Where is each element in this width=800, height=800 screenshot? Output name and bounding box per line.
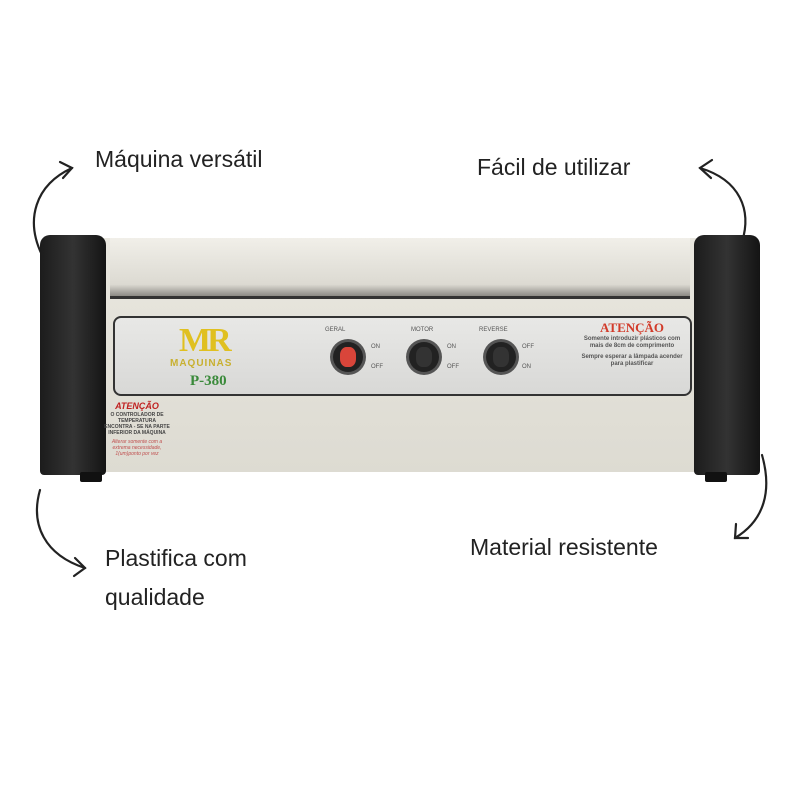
right-foot (705, 472, 727, 482)
switch-state-bottom: OFF (447, 364, 459, 370)
right-end-cap (694, 235, 760, 475)
switch-state-bottom: ON (522, 364, 531, 370)
caption-quality-line1: Plastifica com (105, 545, 247, 571)
arrow-top-left-icon (33, 160, 74, 257)
caption-versatile: Máquina versátil (95, 146, 263, 172)
brand-name: MAQUINAS (170, 358, 233, 369)
switch-state-bottom: OFF (371, 364, 383, 370)
power-switch[interactable] (333, 342, 363, 372)
warning-note: Alterar somente com a extrema necessidad… (111, 439, 163, 457)
left-end-cap (40, 235, 106, 475)
control-panel: MR MAQUINAS P-380 GERAL ON OFF MOTOR ON … (113, 316, 692, 396)
arrow-bottom-left-icon (35, 488, 87, 578)
arrow-top-right-icon (698, 158, 747, 244)
attention-notice: ATENÇÃO Somente introduzir plásticos com… (577, 320, 687, 368)
attention-title: ATENÇÃO (599, 320, 665, 335)
temperature-warning-label: ATENÇÃO O CONTROLADOR DE TEMPERATURA ENC… (104, 400, 170, 457)
caption-resistant: Material resistente (470, 534, 658, 560)
switch-label-reverse: REVERSE (479, 327, 508, 333)
motor-switch[interactable] (409, 342, 439, 372)
reverse-switch[interactable] (486, 342, 516, 372)
switch-label-geral: GERAL (325, 327, 346, 333)
switch-state-top: OFF (522, 344, 534, 350)
switch-state-top: ON (371, 344, 380, 350)
arrow-bottom-right-icon (733, 453, 768, 540)
attention-line1: Somente introduzir plásticos com mais de… (583, 336, 681, 349)
attention-line2: Sempre esperar a lâmpada acender para pl… (581, 354, 683, 367)
warning-title: ATENÇÃO (115, 401, 159, 411)
feed-channel (110, 238, 690, 299)
caption-quality-line2: qualidade (105, 584, 205, 610)
warning-text: O CONTROLADOR DE TEMPERATURA ENCONTRA - … (104, 412, 170, 436)
switch-state-top: ON (447, 344, 456, 350)
switch-label-motor: MOTOR (411, 327, 434, 333)
model-number: P-380 (190, 373, 227, 389)
caption-easy-to-use: Fácil de utilizar (477, 154, 631, 180)
brand-logo: MR (179, 322, 232, 359)
left-foot (80, 472, 102, 482)
